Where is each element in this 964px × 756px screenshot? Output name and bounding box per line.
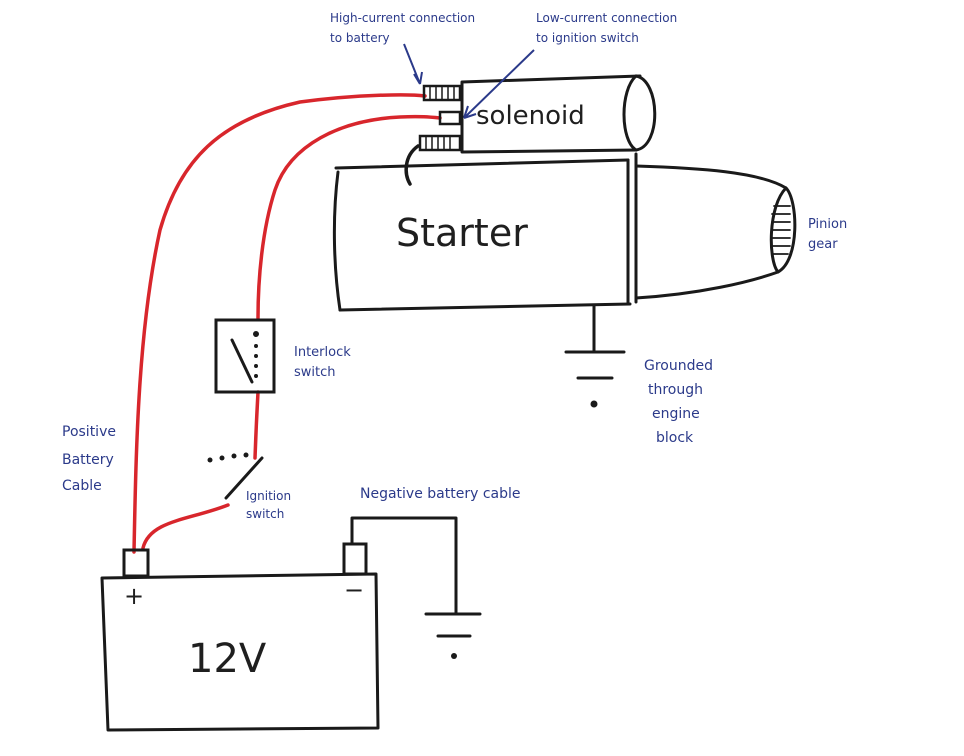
positive-cable-line-2: Battery [62, 452, 114, 468]
starter-label: Starter [396, 211, 528, 255]
ignition-line-1: Ignition [246, 489, 291, 503]
ignition-line-2: switch [246, 507, 284, 521]
high-current-line-2: to battery [330, 31, 390, 45]
interlock-line-1: Interlock [294, 345, 351, 360]
negative-cable-annotation: Negative battery cable [360, 486, 521, 502]
starter-motor [332, 152, 797, 408]
low-current-arrow [463, 49, 535, 119]
low-current-annotation: Low-current connection to ignition switc… [536, 11, 677, 45]
positive-terminal-symbol: + [124, 582, 144, 610]
interlock-switch [214, 318, 276, 394]
grounded-line-4: block [656, 430, 694, 446]
grounded-line-2: through [648, 382, 703, 398]
ignition-annotation: Ignition switch [246, 489, 291, 521]
solenoid-label: solenoid [476, 101, 585, 131]
positive-cable-line-1: Positive [62, 424, 116, 440]
battery-voltage: 12V [188, 636, 267, 682]
high-current-line-1: High-current connection [330, 11, 475, 25]
pinion-line-1: Pinion [808, 217, 847, 232]
battery [100, 516, 482, 732]
interlock-annotation: Interlock switch [294, 345, 351, 380]
interlock-line-2: switch [294, 365, 336, 380]
ignition-to-solenoid-wire [141, 114, 442, 550]
high-current-annotation: High-current connection to battery [330, 11, 475, 45]
positive-battery-cable-wire [132, 93, 427, 554]
grounded-line-3: engine [652, 406, 700, 422]
low-current-line-2: to ignition switch [536, 31, 639, 45]
positive-cable-annotation: Positive Battery Cable [62, 424, 116, 494]
positive-cable-line-3: Cable [62, 478, 102, 494]
pinion-gear-annotation: Pinion gear [808, 217, 847, 252]
ignition-switch [207, 452, 264, 500]
grounded-line-1: Grounded [644, 358, 713, 374]
grounded-annotation: Grounded through engine block [644, 358, 713, 446]
high-current-arrow [403, 43, 423, 85]
negative-terminal-symbol: − [344, 576, 364, 604]
pinion-line-2: gear [808, 237, 838, 252]
low-current-line-1: Low-current connection [536, 11, 677, 25]
